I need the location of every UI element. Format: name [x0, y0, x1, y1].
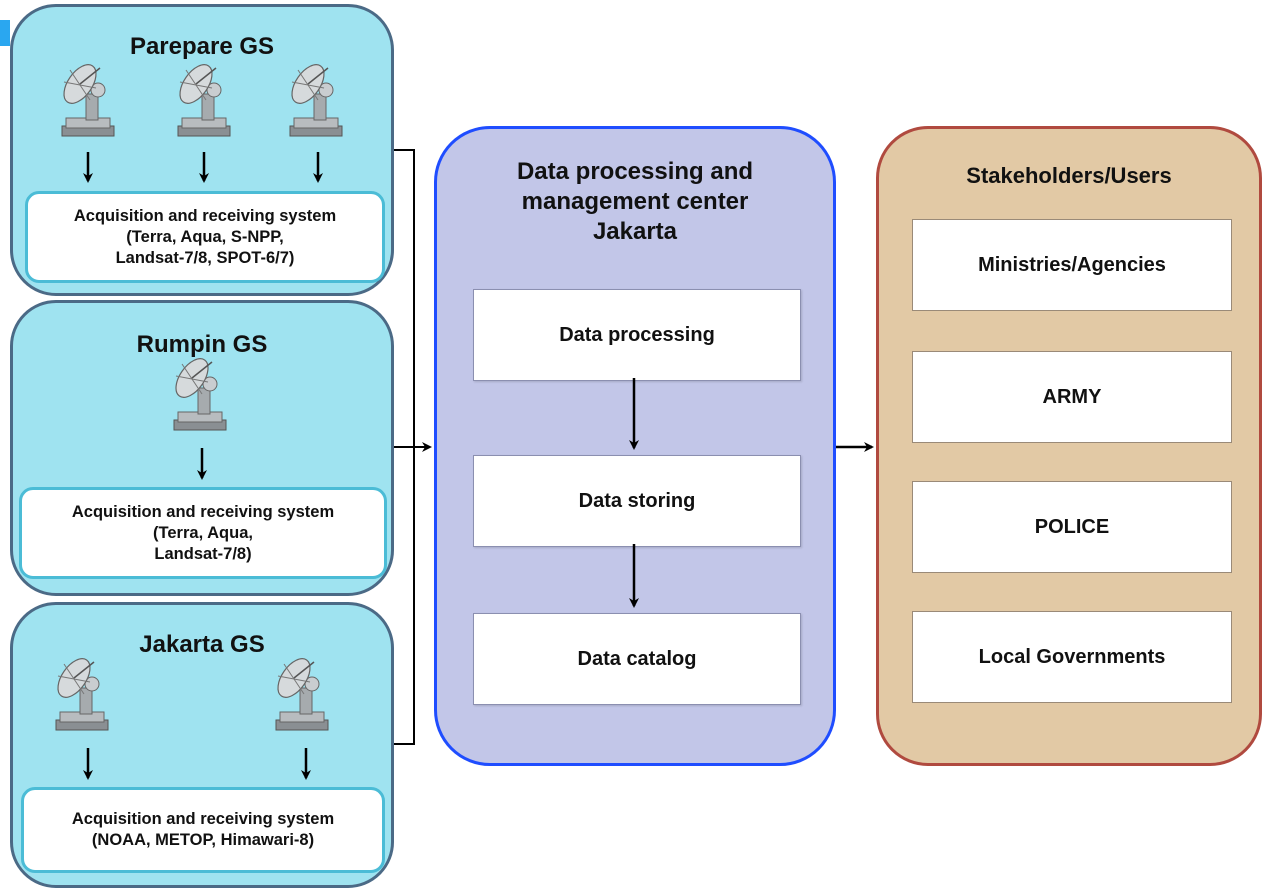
data-center-panel: Data processing and management center Ja… [434, 126, 836, 766]
stakeholder-label: Local Governments [978, 645, 1166, 668]
data-processing-box: Data processing [473, 289, 801, 381]
antenna-icon [172, 58, 231, 137]
antenna-icon [270, 652, 329, 731]
ground-station-title: Rumpin GS [136, 331, 268, 358]
stakeholders-title: Stakeholders/Users [966, 163, 1172, 188]
stations-connector [394, 149, 432, 745]
ground-station-title: Parepare GS [129, 33, 275, 60]
acquisition-system-box: Acquisition and receiving system (Terra,… [25, 191, 385, 283]
stakeholders-panel: Stakeholders/Users Ministries/Agencies A… [876, 126, 1262, 766]
antenna-icon [284, 58, 343, 137]
antenna-icon [168, 352, 227, 431]
step-label: Data catalog [577, 647, 697, 670]
data-catalog-box: Data catalog [473, 613, 801, 705]
stakeholder-box-local-governments: Local Governments [912, 611, 1232, 703]
stakeholder-box-army: ARMY [912, 351, 1232, 443]
acquisition-system-label: Acquisition and receiving system (Terra,… [71, 502, 335, 563]
step-label: Data storing [578, 489, 696, 512]
antenna-icon [56, 58, 115, 137]
corner-accent [0, 20, 10, 46]
step-label: Data processing [559, 323, 715, 346]
stakeholder-label: Ministries/Agencies [978, 253, 1166, 276]
data-storing-box: Data storing [473, 455, 801, 547]
acquisition-system-label: Acquisition and receiving system (Terra,… [73, 206, 337, 267]
acquisition-system-box: Acquisition and receiving system (Terra,… [19, 487, 387, 579]
data-center-title: Data processing and management center Ja… [516, 158, 754, 245]
antenna-icon [50, 652, 109, 731]
stakeholder-label: POLICE [1034, 515, 1110, 538]
ground-station-title: Jakarta GS [139, 631, 265, 658]
stakeholder-box-ministries: Ministries/Agencies [912, 219, 1232, 311]
stakeholder-box-police: POLICE [912, 481, 1232, 573]
ground-station-jakarta: Jakarta GS Acquisition and receiving sys… [10, 602, 394, 888]
acquisition-system-box: Acquisition and receiving system (NOAA, … [21, 787, 385, 873]
antenna-arrows [83, 152, 323, 780]
acquisition-system-label: Acquisition and receiving system (NOAA, … [71, 810, 335, 849]
ground-station-parepare: Parepare GS Acquisition and receiving sy… [10, 4, 394, 296]
stakeholder-label: ARMY [1042, 385, 1102, 408]
